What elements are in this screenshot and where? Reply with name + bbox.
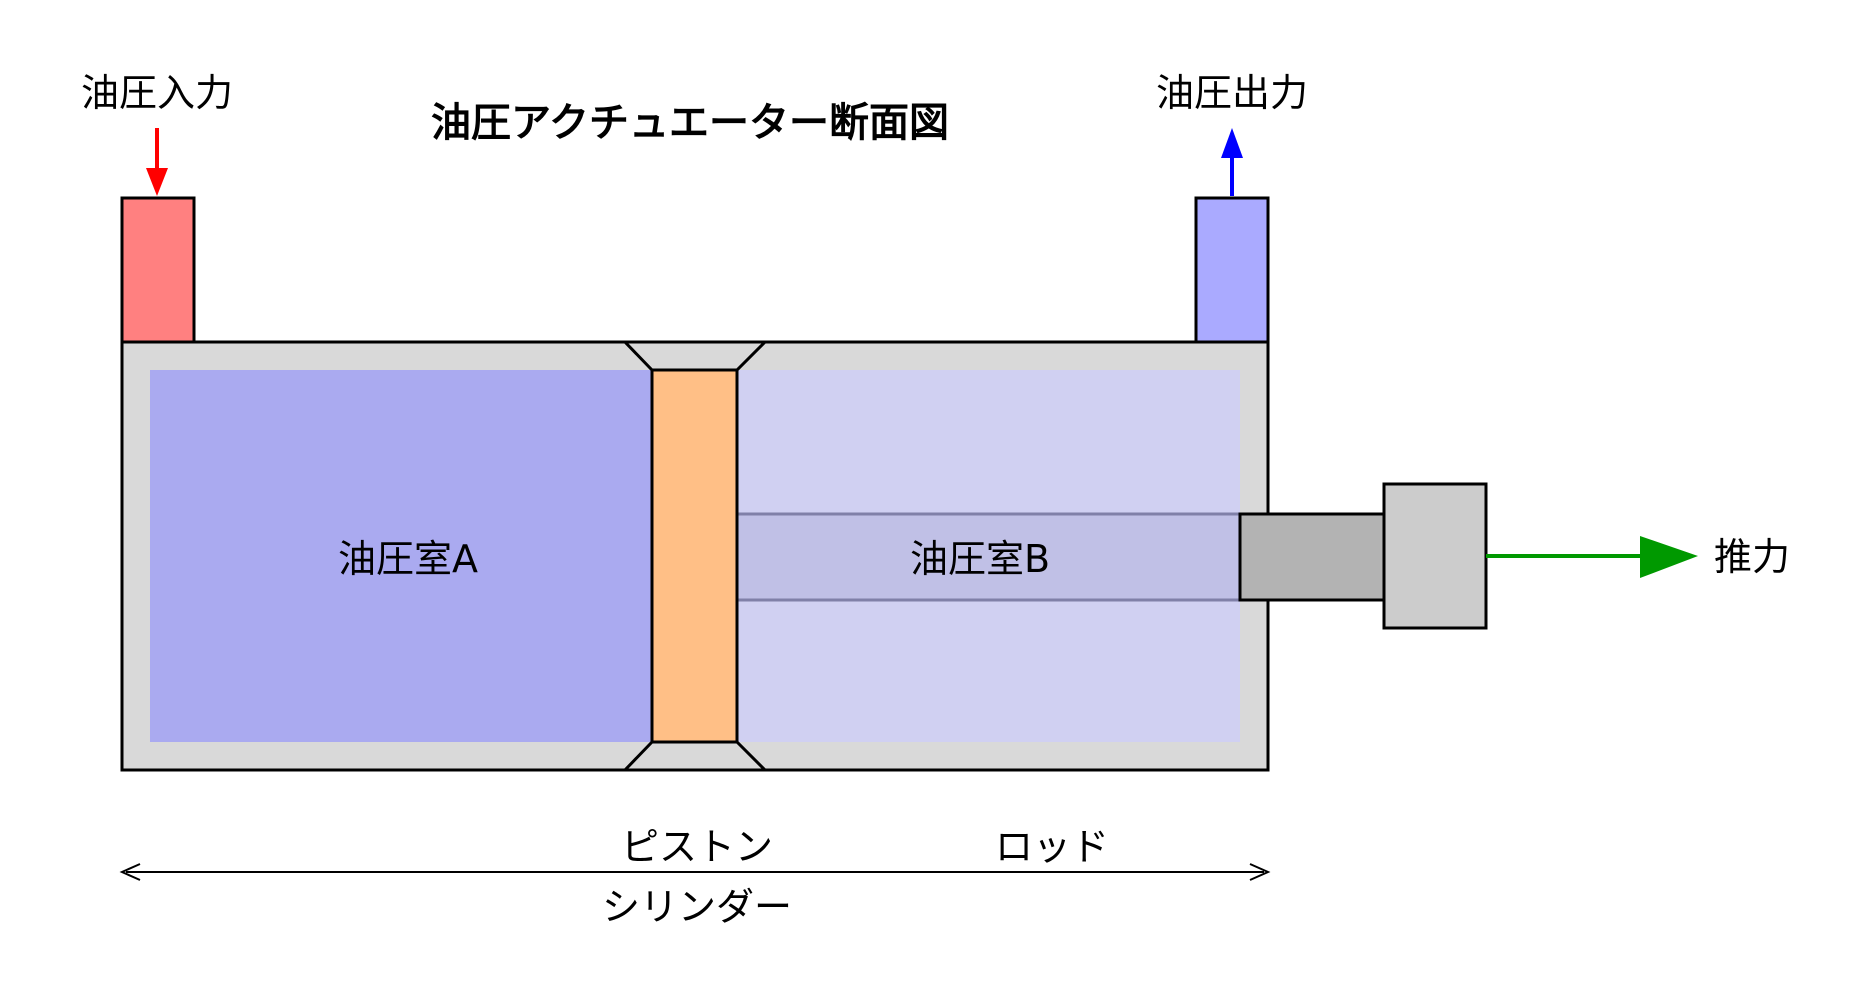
- input-port: [120, 196, 196, 344]
- thrust-arrow: [1486, 536, 1698, 578]
- cylinder-label: シリンダー: [602, 885, 792, 929]
- input-arrow: [146, 128, 168, 196]
- rod-label: ロッド: [995, 825, 1109, 869]
- chamber-a: [150, 370, 652, 742]
- piston-label: ピストン: [621, 825, 773, 869]
- chamber-b-label: 油圧室B: [910, 537, 1050, 581]
- input-label: 油圧入力: [81, 71, 233, 115]
- diagram-title: 油圧アクチュエーター断面図: [431, 100, 949, 146]
- output-port: [1194, 196, 1270, 344]
- cylinder-span-arrow: [119, 863, 1271, 881]
- rod-end: [1382, 482, 1488, 630]
- chamber-a-label: 油圧室A: [338, 537, 478, 581]
- output-label: 油圧出力: [1156, 71, 1308, 115]
- thrust-label: 推力: [1714, 535, 1790, 579]
- piston: [650, 368, 739, 744]
- rod-inside: [737, 514, 1240, 600]
- rod-outside: [1238, 512, 1386, 602]
- output-arrow: [1221, 128, 1243, 196]
